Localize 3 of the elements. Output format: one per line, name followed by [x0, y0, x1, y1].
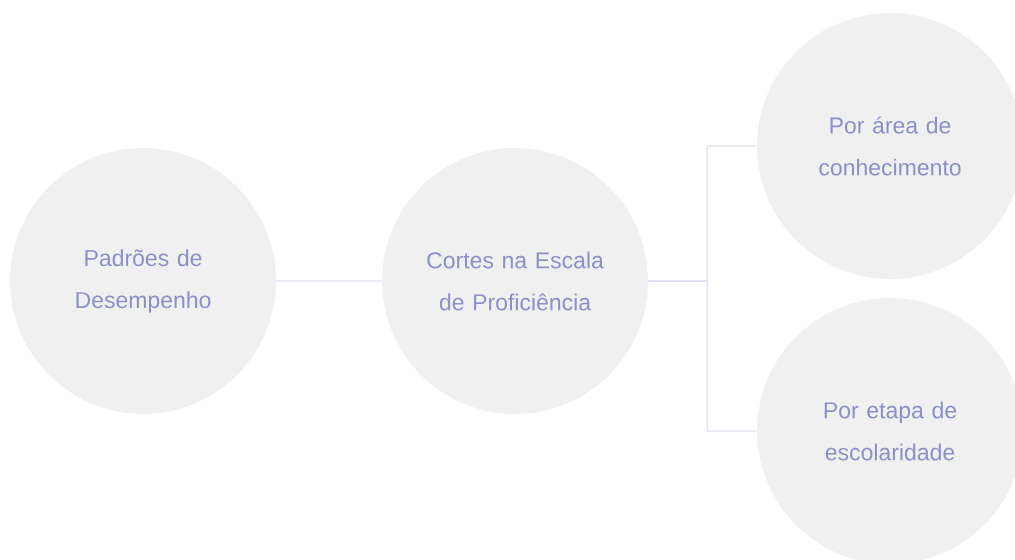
- circle-node: Cortes na Escala de Proficiência: [382, 148, 648, 414]
- connector-line: [647, 280, 758, 432]
- circle-node: Padrões de Desempenho: [10, 148, 276, 414]
